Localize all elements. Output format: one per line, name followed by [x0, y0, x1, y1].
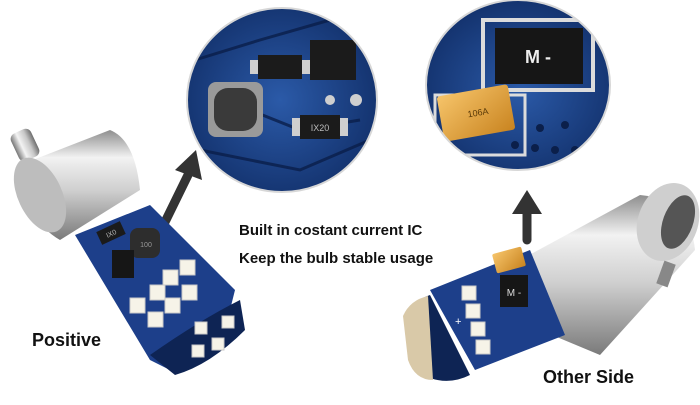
- m-ic-component: M -: [481, 18, 595, 92]
- left-ic-marking: IX20: [311, 123, 330, 133]
- other-side-caption: Other Side: [543, 367, 635, 387]
- right-ic-marking: M -: [525, 47, 551, 67]
- led-bulb-positive: IX0 100: [10, 128, 245, 375]
- left-zoom-circle: IX20: [187, 8, 377, 192]
- ic-chip: [258, 55, 302, 79]
- left-bulb-ic-marking: IX0: [105, 229, 118, 240]
- plus-marking: +: [455, 316, 461, 328]
- right-bulb-ic-marking: M -: [507, 288, 521, 299]
- left-zoom-outline: [186, 7, 378, 193]
- feature-caption-2: Keep the bulb stable usage: [239, 250, 434, 267]
- capacitor-marking: 106A: [467, 106, 489, 120]
- capacitor-component: 106A: [433, 84, 527, 157]
- right-zoom-circle: M - 106A: [426, 0, 610, 170]
- right-zoom-outline: [425, 0, 611, 171]
- arrow-up-right-icon: [160, 150, 202, 227]
- positive-caption: Positive: [32, 330, 102, 350]
- led-bulb-other-side: M - +: [403, 183, 700, 381]
- left-bulb-inductor-marking: 100: [140, 242, 152, 249]
- inductor-component: [208, 82, 263, 137]
- ic-chip: [300, 115, 340, 139]
- feature-caption-1: Built in costant current IC: [239, 222, 423, 239]
- arrow-up-icon: [512, 190, 542, 245]
- ic-chip: [310, 40, 356, 80]
